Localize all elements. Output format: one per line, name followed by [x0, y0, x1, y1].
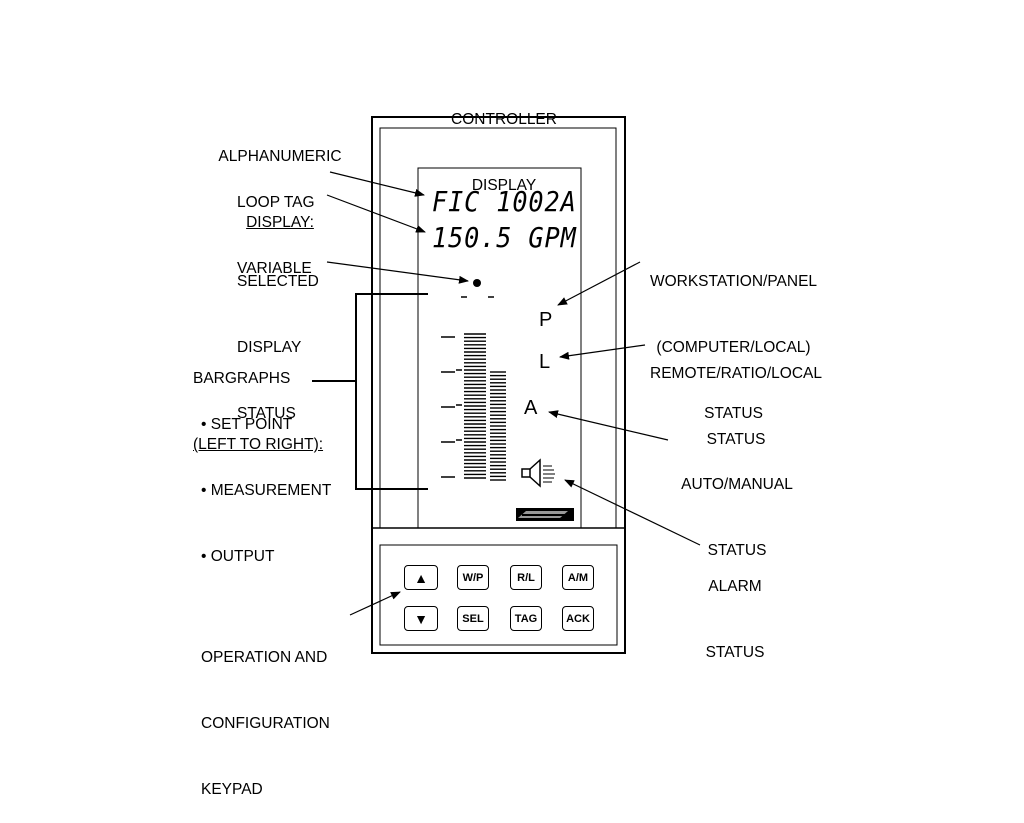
auto-status-letter: A [524, 397, 538, 419]
label-auto-manual: AUTO/MANUAL STATUS [681, 476, 793, 559]
label-selected-display-status: SELECTED DISPLAY STATUS [237, 273, 319, 422]
label-bargraphs: BARGRAPHS (LEFT TO RIGHT): [193, 370, 324, 453]
controller-diagram [312, 116, 701, 654]
controller-housing [371, 116, 626, 654]
label-bargraphs-items: • SET POINT • MEASUREMENT • OUTPUT [201, 416, 332, 565]
workstation-status-letter: P [539, 309, 553, 331]
remote-status-letter: L [539, 351, 551, 373]
up-arrow-button[interactable]: ▲ [404, 565, 438, 590]
brand-logo-icon [516, 508, 574, 521]
selected-display-dot-icon [473, 279, 481, 287]
label-alarm-status: ALARM STATUS [705, 578, 765, 661]
label-workstation-panel: WORKSTATION/PANEL (COMPUTER/LOCAL) STATU… [649, 273, 818, 422]
loop-tag-display: FIC 1002A [432, 185, 577, 218]
tag-button[interactable]: TAG [510, 606, 542, 631]
am-button[interactable]: A/M [562, 565, 594, 590]
label-controller-display: CONTROLLER DISPLAY [451, 111, 557, 194]
rl-button[interactable]: R/L [510, 565, 542, 590]
sel-button[interactable]: SEL [457, 606, 489, 631]
label-alphanumeric-items: LOOP TAG VARIABLE [237, 194, 315, 277]
bargraphs [441, 333, 506, 481]
label-alphanumeric-display: ALPHANUMERIC DISPLAY: [218, 148, 342, 231]
wp-button[interactable]: W/P [457, 565, 489, 590]
variable-display: 150.5 GPM [432, 221, 577, 254]
label-remote-ratio-local: REMOTE/RATIO/LOCAL STATUS [650, 365, 822, 448]
alarm-horn-icon [521, 458, 555, 488]
ack-button[interactable]: ACK [562, 606, 594, 631]
down-arrow-button[interactable]: ▼ [404, 606, 438, 631]
label-keypad: OPERATION AND CONFIGURATION KEYPAD [201, 649, 330, 798]
